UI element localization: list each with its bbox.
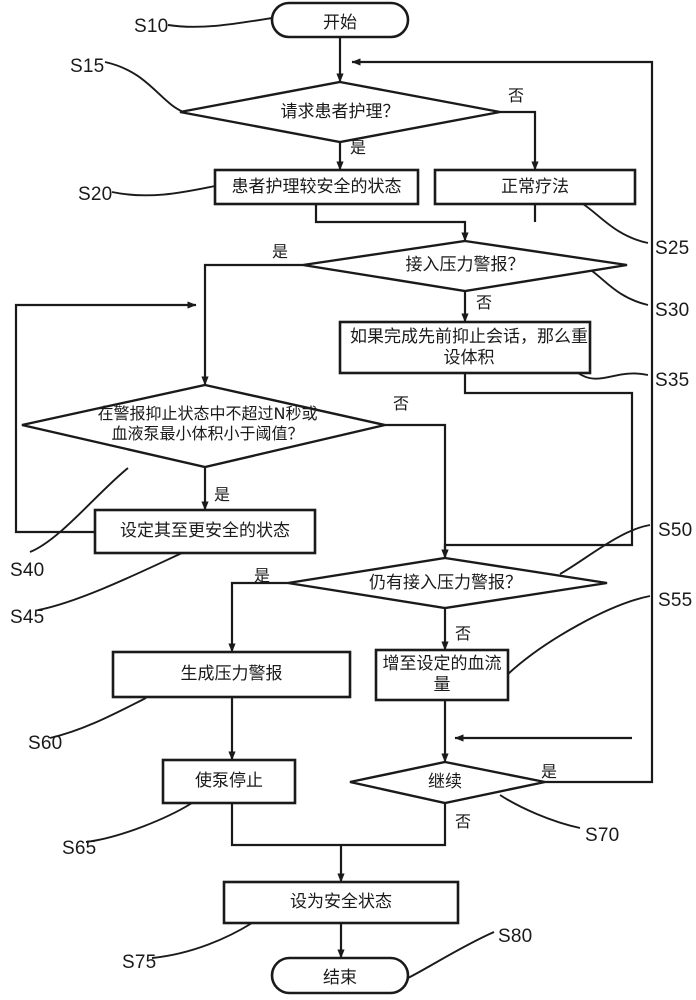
shape-generate-alarm: [111, 650, 352, 699]
leader-s45: [37, 552, 183, 611]
leader-s70: [499, 794, 581, 829]
shape-set-safer: [93, 508, 317, 555]
shape-set-safe-state: [222, 880, 460, 925]
shape-request-care: [179, 80, 501, 144]
shape-access-alarm: [302, 239, 628, 293]
edge-continue-yes: [351, 58, 654, 784]
edge-continue-no: [341, 803, 447, 847]
leader-s20: [111, 185, 216, 197]
shape-continue: [349, 760, 546, 805]
leader-s40: [29, 467, 129, 553]
edge-reset-to-still: [441, 373, 634, 559]
shape-suppress-check: [21, 383, 386, 469]
shape-still-alarm: [287, 556, 608, 610]
edge-request-no: [500, 110, 539, 171]
edge-suppress-no: [385, 423, 449, 559]
leader-s15: [104, 61, 187, 114]
edge-stoppump-to-merge: [230, 803, 341, 847]
shape-normal-therapy: [433, 168, 637, 206]
leader-s50: [559, 524, 651, 575]
leader-s30: [591, 270, 649, 306]
edge-safer-to-access: [314, 204, 469, 242]
leader-s60: [49, 697, 147, 739]
leader-s25: [582, 203, 649, 244]
leader-s10: [167, 17, 273, 28]
shape-stop-pump: [161, 758, 297, 805]
shape-end: [270, 956, 410, 995]
shape-safer-state: [213, 168, 420, 206]
leader-s75: [151, 922, 253, 959]
leader-s35: [577, 372, 649, 380]
leader-s65: [85, 802, 193, 843]
shape-reset-volume: [338, 320, 592, 375]
edge-access-yes: [201, 263, 303, 386]
edge-still-yes: [228, 581, 288, 653]
shape-increase-flow: [374, 648, 510, 702]
leader-s55: [507, 595, 651, 675]
leader-s80: [407, 931, 495, 979]
edge-setsafer-loopback: [14, 301, 197, 534]
shape-start: [270, 1, 410, 39]
